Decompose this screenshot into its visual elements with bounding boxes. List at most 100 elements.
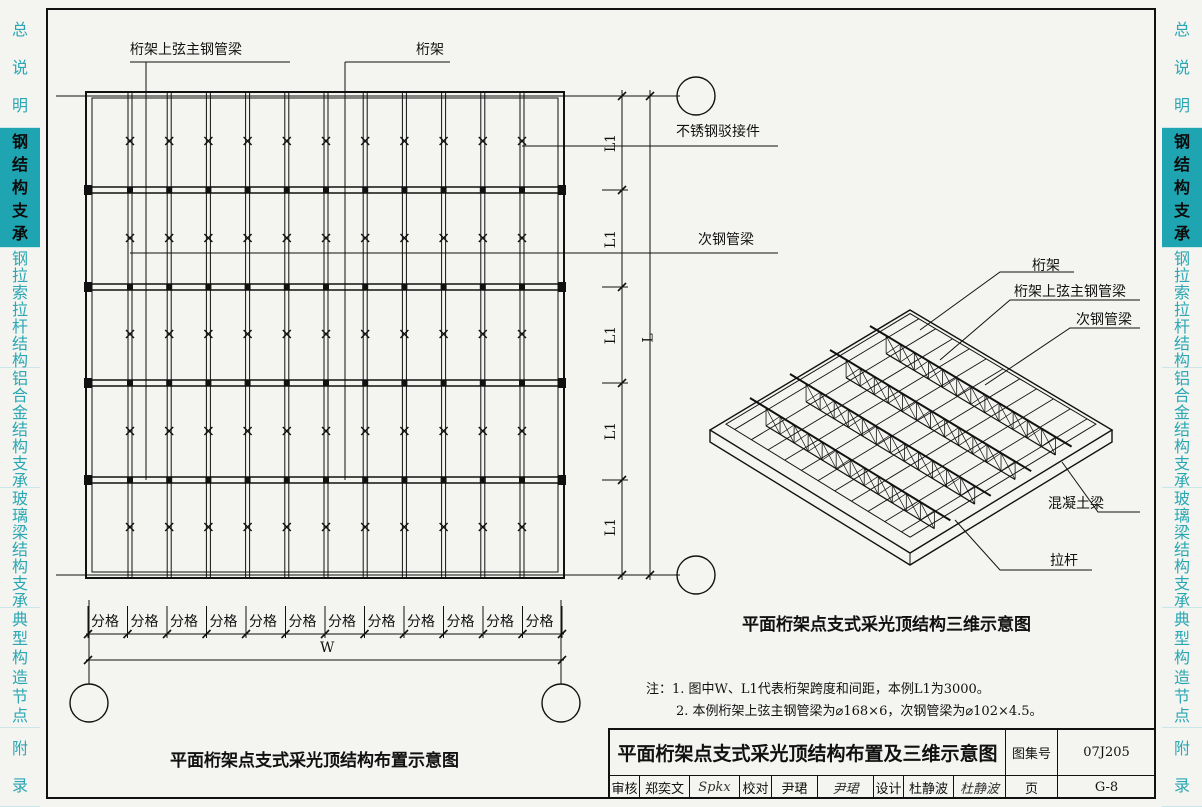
iso-purlin-4: [784, 348, 970, 461]
node-1-1: [166, 284, 173, 290]
iso-diag2-2-7: [904, 451, 919, 462]
side-tab-right-3[interactable]: 铝合金结构支承: [1162, 368, 1202, 489]
iso-label-top-chord: 桁架上弦主钢管梁: [1014, 284, 1126, 300]
side-tab-left-1[interactable]: 钢结构支承: [0, 128, 40, 248]
cell-slash-8: [399, 629, 409, 639]
side-tab-left-5[interactable]: 典型构造节点: [0, 608, 40, 728]
iso-label-concrete: 混凝土梁: [1048, 496, 1104, 512]
connector-3-8: [439, 426, 449, 436]
iso-diag2-1-1: [859, 376, 875, 387]
iso-diag2-3-9: [892, 493, 907, 504]
cell-label-6: 分格: [328, 614, 356, 630]
side-tab-left-0[interactable]: 总说明: [0, 8, 40, 128]
connector-0-3: [243, 136, 253, 146]
title-block-title: 平面桁架点支式采光顶结构布置及三维示意图: [610, 730, 1006, 776]
iso-diag2-2-2: [833, 409, 849, 420]
iso-diag2-2-8: [918, 460, 933, 471]
iso-diag2-1-6: [930, 418, 945, 429]
connector-0-0: [125, 136, 135, 146]
node-1-7: [401, 284, 408, 290]
plan-outer-edge: [85, 91, 565, 579]
node-3-3: [244, 477, 251, 483]
iso-diag2-2-1: [819, 400, 835, 411]
side-tab-right-4[interactable]: 玻璃梁结构支承: [1162, 488, 1202, 609]
connector-1-9: [478, 233, 488, 243]
node-1-8: [440, 284, 447, 290]
dim-slash-3: [617, 378, 627, 388]
node-2-8: [440, 380, 447, 386]
iso-purlin-1: [734, 318, 920, 430]
node-1-0: [127, 284, 133, 290]
cell-slash-3: [201, 629, 212, 639]
connector-3-5: [321, 426, 331, 436]
plan-label-secondary: 次钢管梁: [698, 232, 754, 248]
plan-label-truss: 桁架: [416, 42, 444, 58]
iso-purlin-6: [817, 368, 1004, 482]
node-3-2: [205, 477, 212, 483]
connector-0-4: [282, 136, 292, 146]
atlas-label: 图集号: [1006, 730, 1058, 776]
cell-label-9: 分格: [446, 614, 475, 630]
cell-slash-11: [517, 629, 528, 639]
connector-3-6: [360, 426, 370, 436]
dim-w-slash-1: [557, 655, 567, 665]
connector-1-10: [517, 233, 527, 243]
drawing-frame: [46, 8, 1156, 799]
connector-1-3: [243, 233, 253, 243]
connector-0-6: [360, 136, 370, 146]
iso-diag2-2-11: [960, 485, 975, 496]
node-3-5: [323, 477, 329, 483]
connector-1-4: [282, 233, 292, 243]
node-0-8: [440, 187, 447, 193]
connector-3-1: [164, 426, 174, 436]
atlas-number: 07J205: [1058, 730, 1156, 776]
connector-4-8: [439, 522, 449, 532]
checker-name: 尹珺: [772, 776, 818, 799]
node-3-4: [283, 477, 290, 483]
iso-diag2-0-6: [970, 394, 986, 405]
truss-support-r-3: [558, 475, 566, 485]
dim-l1-label-4: L1: [603, 517, 620, 537]
node-3-9: [479, 477, 486, 483]
connector-3-4: [282, 426, 292, 436]
cell-label-8: 分格: [407, 614, 435, 630]
iso-purlin-5: [801, 358, 987, 471]
side-tab-left-3[interactable]: 铝合金结构支承: [0, 368, 40, 489]
node-3-6: [362, 477, 369, 483]
node-2-7: [401, 380, 408, 386]
reviewer-signature: Spkx: [690, 776, 740, 799]
iso-purlin-2: [751, 328, 936, 441]
dim-l1-label-2: L1: [603, 325, 620, 345]
node-0-10: [519, 187, 525, 193]
cell-slash-7: [359, 629, 370, 639]
node-2-4: [283, 380, 290, 386]
connector-2-9: [478, 329, 488, 339]
side-tab-right-0[interactable]: 总说明: [1162, 8, 1202, 128]
dim-slash-2: [617, 282, 627, 292]
connector-2-7: [399, 329, 409, 339]
cell-label-7: 分格: [367, 614, 396, 630]
side-tab-left-2[interactable]: 钢拉索拉杆结构: [0, 248, 40, 369]
side-tab-left-4[interactable]: 玻璃梁结构支承: [0, 488, 40, 609]
connector-2-1: [164, 329, 174, 339]
side-tab-right-1[interactable]: 钢结构支承: [1162, 128, 1202, 248]
connector-2-4: [282, 329, 292, 339]
iso-diag2-2-5: [876, 434, 891, 445]
side-tab-left-6[interactable]: 附录: [0, 728, 40, 807]
plan-inner-edge: [91, 97, 559, 573]
notes-line1: 注：1. 图中W、L1代表桁架跨度和间距，本例L1为3000。: [646, 682, 990, 697]
iso-diag2-1-10: [986, 452, 1002, 463]
side-tab-right-5[interactable]: 典型构造节点: [1162, 608, 1202, 728]
connector-0-8: [439, 136, 449, 146]
cell-label-1: 分格: [130, 614, 159, 630]
iso-diag2-1-7: [944, 427, 959, 438]
dim-w-slash-0: [83, 655, 93, 665]
cell-slash-6: [320, 629, 330, 639]
cell-label-10: 分格: [486, 614, 514, 630]
designer-signature: 杜静波: [954, 776, 1006, 799]
side-tab-right-2[interactable]: 钢拉索拉杆结构: [1162, 248, 1202, 369]
node-0-2: [205, 187, 212, 193]
connector-1-7: [399, 233, 409, 243]
design-label: 设计: [874, 776, 904, 799]
node-1-6: [362, 284, 369, 290]
